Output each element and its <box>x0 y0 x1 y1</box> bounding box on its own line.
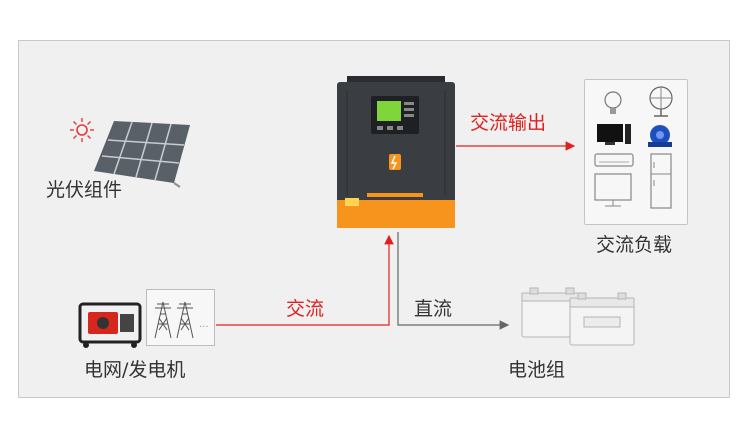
grid-box: ··· <box>146 289 215 346</box>
battery-icon <box>521 287 635 346</box>
grid-label: 电网/发电机 <box>84 359 186 381</box>
tv-icon <box>594 173 632 207</box>
svg-text:···: ··· <box>199 322 209 333</box>
refrigerator-icon <box>650 153 672 209</box>
dc-line <box>397 232 510 330</box>
ac-loads-box <box>584 79 688 225</box>
air-conditioner-icon <box>594 153 634 167</box>
ac-load-label: 交流负载 <box>596 234 673 256</box>
ac-input-label: 交流 <box>286 298 325 320</box>
fan-icon <box>649 86 673 117</box>
solar-label: 光伏组件 <box>46 179 123 201</box>
ac-input-line <box>216 234 394 326</box>
ac-output-label: 交流输出 <box>470 112 547 134</box>
generator-icon <box>78 302 142 348</box>
power-pylon-icon: ··· <box>154 301 209 339</box>
inverter-icon <box>337 76 455 228</box>
battery-label: 电池组 <box>508 359 566 381</box>
motor-icon <box>648 125 672 147</box>
dc-label: 直流 <box>414 298 453 320</box>
desktop-computer-icon <box>597 124 631 145</box>
solar-panel-icon <box>70 118 190 188</box>
sun-icon <box>70 118 94 142</box>
light-bulb-icon <box>604 91 622 114</box>
